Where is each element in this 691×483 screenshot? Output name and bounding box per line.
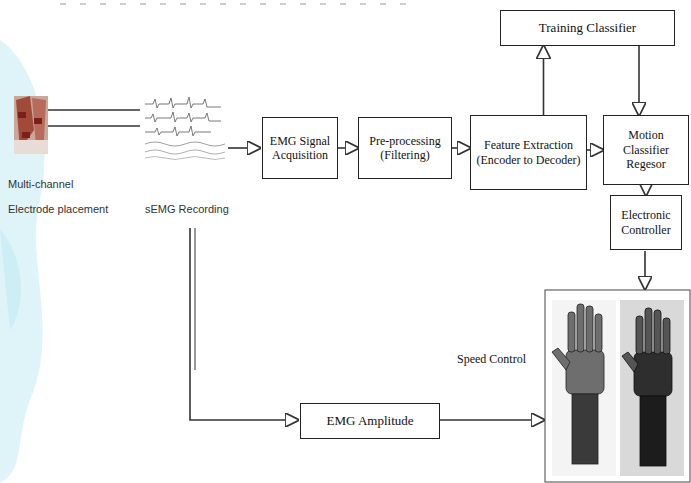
top-dashes (60, 3, 420, 5)
amplitude-path-outline (195, 228, 196, 370)
box-text: Pre-processing (Filtering) (363, 134, 447, 163)
process-box: Motion Classifier Regesor (603, 115, 689, 185)
process-box: Electronic Controller (610, 195, 682, 250)
caption-label: sEMG Recording (145, 203, 229, 215)
flow-arrow (543, 46, 545, 115)
box-text: EMG Signal Acquisition (267, 134, 333, 163)
box-text: Feature Extraction (Encoder to Decoder) (475, 138, 582, 167)
semg-waveform (145, 97, 225, 160)
amplitude-path (190, 228, 298, 420)
flow-arrow (587, 149, 603, 151)
signal-arrow (228, 147, 260, 149)
electrode-wires (48, 110, 140, 126)
speed-arrow (440, 419, 544, 421)
box-text: Training Classifier (539, 20, 636, 36)
control-arrow (644, 251, 646, 289)
arm-photo (14, 96, 48, 154)
process-box: Pre-processing (Filtering) (358, 117, 452, 179)
process-box: EMG Signal Acquisition (262, 117, 338, 179)
flow-arrow (645, 185, 647, 195)
flow-arrow (638, 46, 640, 115)
flow-arrow (338, 147, 358, 149)
process-box: Feature Extraction (Encoder to Decoder) (470, 115, 587, 190)
process-box: EMG Amplitude (300, 403, 440, 439)
flow-arrow (452, 147, 470, 149)
process-box: Training Classifier (500, 10, 675, 46)
box-text: Electronic Controller (615, 208, 677, 237)
box-text: Motion Classifier Regesor (608, 128, 684, 171)
caption-label: Electrode placement (8, 203, 108, 215)
caption-label: Multi-channel (8, 178, 73, 190)
box-text: EMG Amplitude (326, 413, 413, 429)
prosthetic-hands (545, 290, 690, 482)
caption-label: Speed Control (455, 352, 528, 367)
